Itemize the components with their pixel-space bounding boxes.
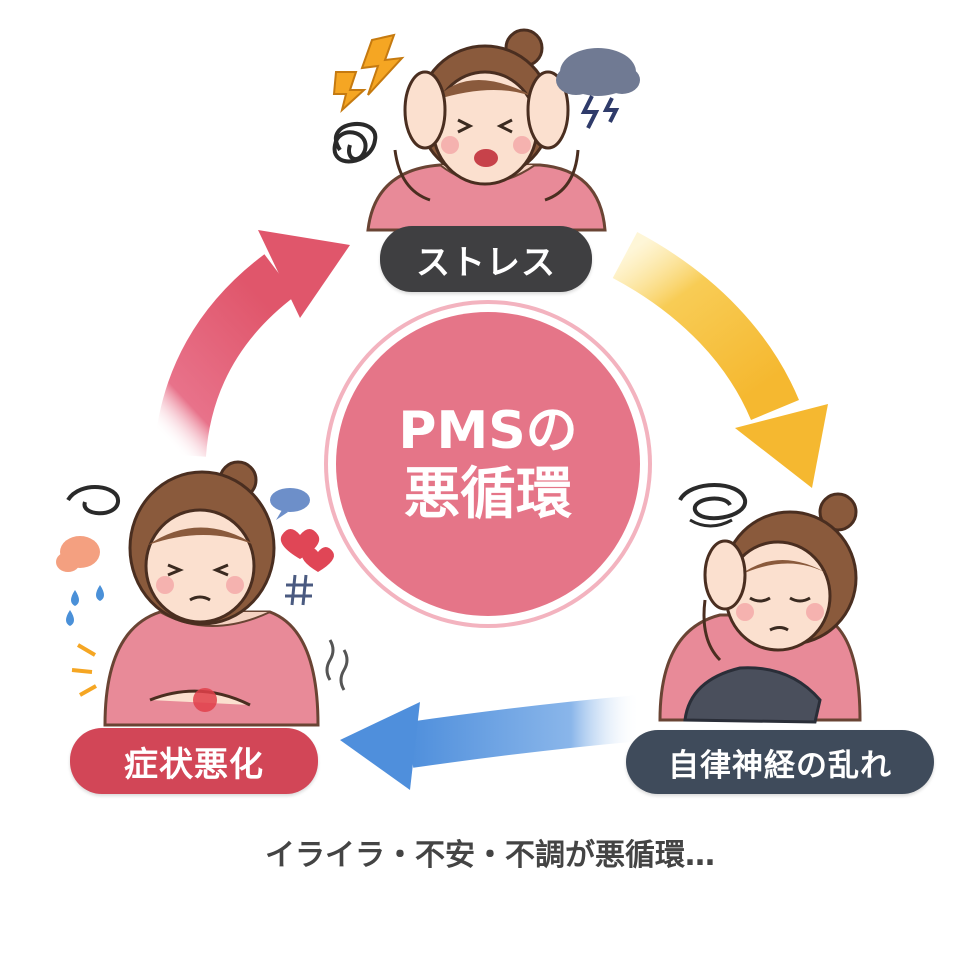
small-cloud-icon [270,488,310,520]
stress-label: ストレス [380,226,592,292]
woman-stomach-ache-illustration [103,460,320,727]
broken-heart-icon [280,529,334,572]
lightning-bolt-icon [332,33,405,113]
steam-puff-icon [56,536,100,572]
hash-mark-icon [285,574,313,606]
sweat-drops-icon [66,585,104,626]
dizzy-swirl-icon [678,483,747,528]
squiggle-lines-icon [325,639,349,691]
scribble-icon [332,122,378,164]
center-title-line2: 悪循環 [404,462,572,527]
storm-cloud-icon [556,48,640,129]
pain-marks-icon [71,643,97,697]
woman-tired-illustration [658,492,862,724]
autonomic-imbalance-label: 自律神経の乱れ [626,730,934,794]
woman-stressed-illustration [366,28,607,232]
symptom-worsening-label: 症状悪化 [70,728,318,794]
center-title-circle: PMSの 悪循環 [336,312,640,616]
anger-scribble-icon [66,485,120,516]
arrow-symptom-to-stress [154,230,350,458]
arrow-stress-to-autonomic [612,232,828,488]
center-title-line1: PMSの [398,401,578,461]
arrow-autonomic-to-symptom [340,695,643,790]
caption-text: イライラ・不安・不調が悪循環… [265,838,715,873]
